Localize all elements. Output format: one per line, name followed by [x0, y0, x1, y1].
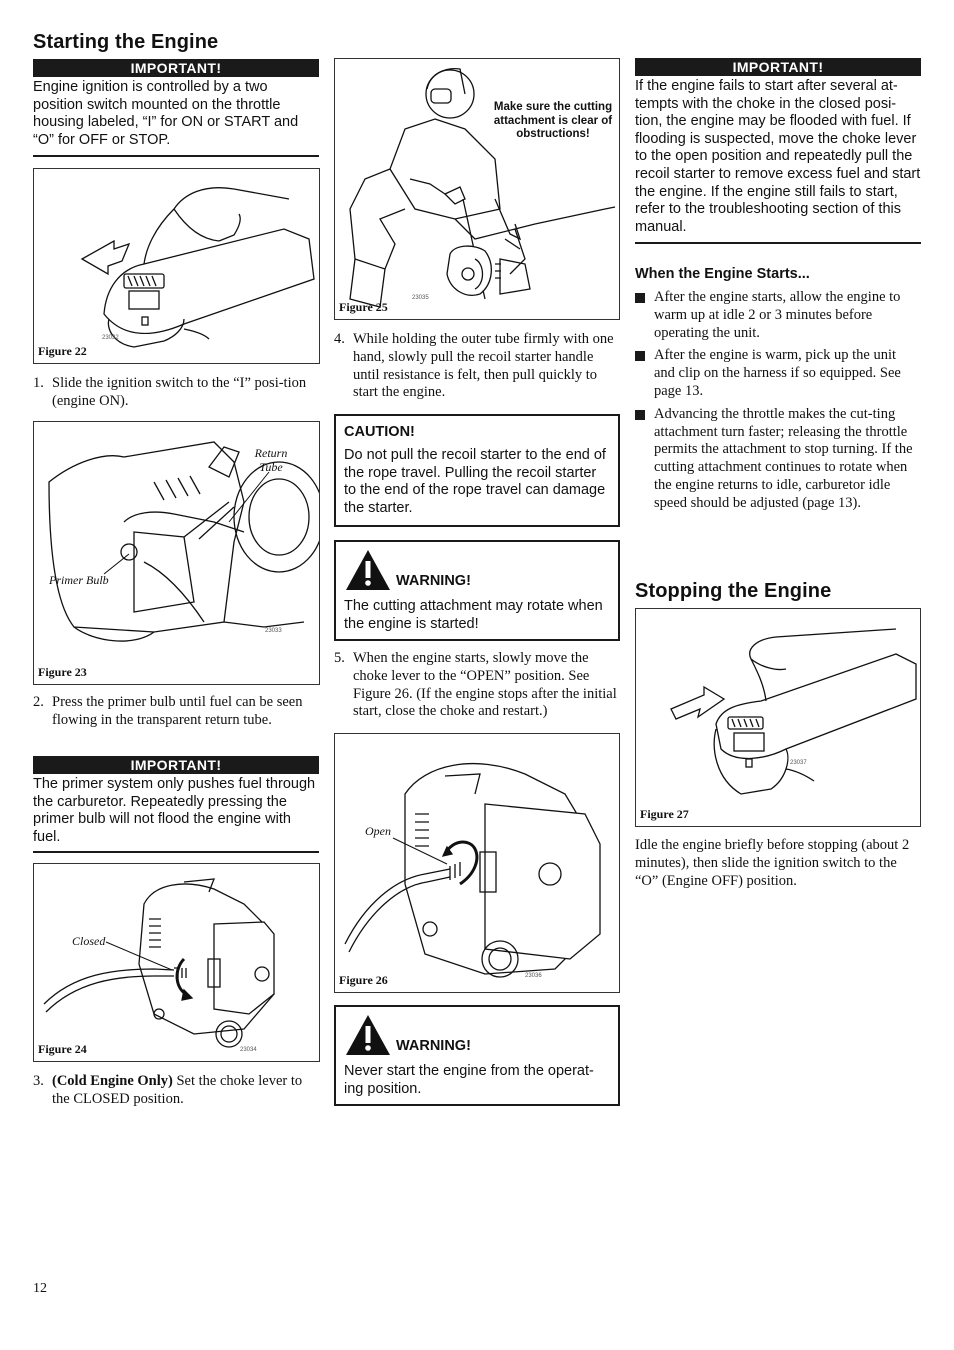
callout-return-tube: Return Tube: [254, 446, 288, 474]
bullet-square-icon: [635, 293, 645, 303]
step-text: When the engine starts, slowly move the …: [353, 650, 617, 720]
stopping-text: Idle the engine briefly before stopping …: [635, 837, 910, 889]
important-text: Engine ignition is controlled by a two p…: [33, 79, 319, 158]
figure-label: Figure 22: [38, 344, 87, 358]
warning-text: Never start the engine from the operat-i…: [344, 1063, 594, 1097]
warning-triangle-icon: [346, 550, 390, 590]
step-4: 4. While holding the outer tube firmly w…: [334, 331, 620, 402]
figure-code: 23035: [412, 295, 429, 301]
warning-triangle-icon: [346, 1015, 390, 1055]
warning-label: WARNING!: [396, 1038, 471, 1054]
step-rest: Set the choke lever to the CLOSED positi…: [52, 1073, 303, 1107]
important-text: If the engine fails to start after sever…: [635, 78, 921, 245]
step-text: Slide the ignition switch to the “I” pos…: [52, 375, 307, 409]
warning-box: WARNING! The cutting attachment may rota…: [334, 540, 620, 641]
figure-label: Figure 25: [339, 300, 388, 314]
warning-box: WARNING! Never start the engine from the…: [334, 1005, 620, 1106]
figure-24: Closed 23034 Figure 24: [33, 863, 320, 1062]
throttle-off-illustration: [670, 628, 917, 795]
primer-bulb-illustration: [48, 441, 319, 642]
list-item: After the engine is warm, pick up the un…: [635, 347, 919, 400]
caution-box: CAUTION! Do not pull the recoil starter …: [334, 414, 620, 527]
warning-text: The cutting attachment may rotate when t…: [344, 598, 603, 632]
important-text: The primer system only pushes fuel throu…: [33, 776, 319, 854]
figure-code: 23032: [102, 335, 119, 341]
step-2: 2. Press the primer bulb until fuel can …: [33, 694, 318, 730]
bullet-square-icon: [635, 409, 645, 420]
throttle-hand-illustration: [80, 187, 315, 348]
figure-22: 23032 Figure 22: [33, 168, 320, 364]
step-number: 3.: [33, 1073, 44, 1089]
list-item-text: Advancing the throttle makes the cut-tin…: [654, 405, 913, 511]
figure-label: Figure 27: [640, 807, 689, 821]
choke-closed-illustration: [43, 878, 275, 1048]
warning-header: WARNING!: [344, 548, 610, 592]
section-title-starting: Starting the Engine: [33, 31, 219, 53]
step-text: Press the primer bulb until fuel can be …: [52, 694, 303, 728]
list-item-text: After the engine is warm, pick up the un…: [654, 347, 901, 399]
figure-code: 23037: [790, 760, 807, 766]
step-1: 1. Slide the ignition switch to the “I” …: [33, 375, 318, 411]
page-number: 12: [33, 1281, 47, 1296]
step-text: (Cold Engine Only) Set the choke lever t…: [52, 1073, 318, 1109]
bullet-square-icon: [635, 351, 645, 362]
figure-25: Make sure the cutting attachment is clea…: [334, 58, 620, 320]
caution-label: CAUTION!: [344, 424, 415, 440]
step-text: While holding the outer tube firmly with…: [353, 331, 614, 401]
figure-code: 23036: [525, 973, 542, 979]
figure-code: 23034: [240, 1047, 257, 1053]
callout-open: Open: [365, 824, 391, 838]
list-item: Advancing the throttle makes the cut-tin…: [635, 406, 919, 513]
step-bold: (Cold Engine Only): [52, 1073, 173, 1089]
choke-open-illustration: [344, 762, 601, 978]
figure-label: Figure 26: [339, 973, 388, 987]
step-number: 4.: [334, 331, 345, 347]
figure-label: Figure 23: [38, 665, 87, 679]
figure-code: 23033: [265, 628, 282, 634]
important-label: IMPORTANT!: [635, 58, 921, 76]
figure-23: Return Tube Primer Bulb 23033 Figure 23: [33, 421, 320, 685]
list-item-text: After the engine starts, allow the engin…: [654, 289, 901, 341]
callout-closed: Closed: [72, 934, 106, 948]
section-title-stopping: Stopping the Engine: [635, 580, 832, 602]
figure-27: 23037 Figure 27: [635, 608, 921, 827]
important-label: IMPORTANT!: [33, 756, 319, 774]
step-number: 2.: [33, 694, 44, 710]
step-3: 3. (Cold Engine Only) Set the choke leve…: [33, 1073, 318, 1109]
caution-text: Do not pull the recoil starter to the en…: [344, 447, 606, 516]
engine-starts-heading: When the Engine Starts...: [635, 266, 810, 282]
warning-label: WARNING!: [396, 573, 471, 589]
important-label: IMPORTANT!: [33, 59, 319, 77]
figure-26: Open 23036 Figure 26: [334, 733, 620, 993]
figure-label: Figure 24: [38, 1042, 87, 1056]
list-item: After the engine starts, allow the engin…: [635, 289, 919, 342]
kneeling-operator-illustration: [349, 68, 616, 308]
callout-primer-bulb: Primer Bulb: [49, 573, 109, 587]
step-5: 5. When the engine starts, slowly move t…: [334, 650, 620, 721]
callout-clear-obstructions: Make sure the cutting attachment is clea…: [493, 101, 613, 140]
warning-header: WARNING!: [344, 1013, 610, 1057]
engine-starts-list: After the engine starts, allow the engin…: [635, 289, 919, 518]
step-number: 5.: [334, 650, 345, 666]
step-number: 1.: [33, 375, 44, 391]
